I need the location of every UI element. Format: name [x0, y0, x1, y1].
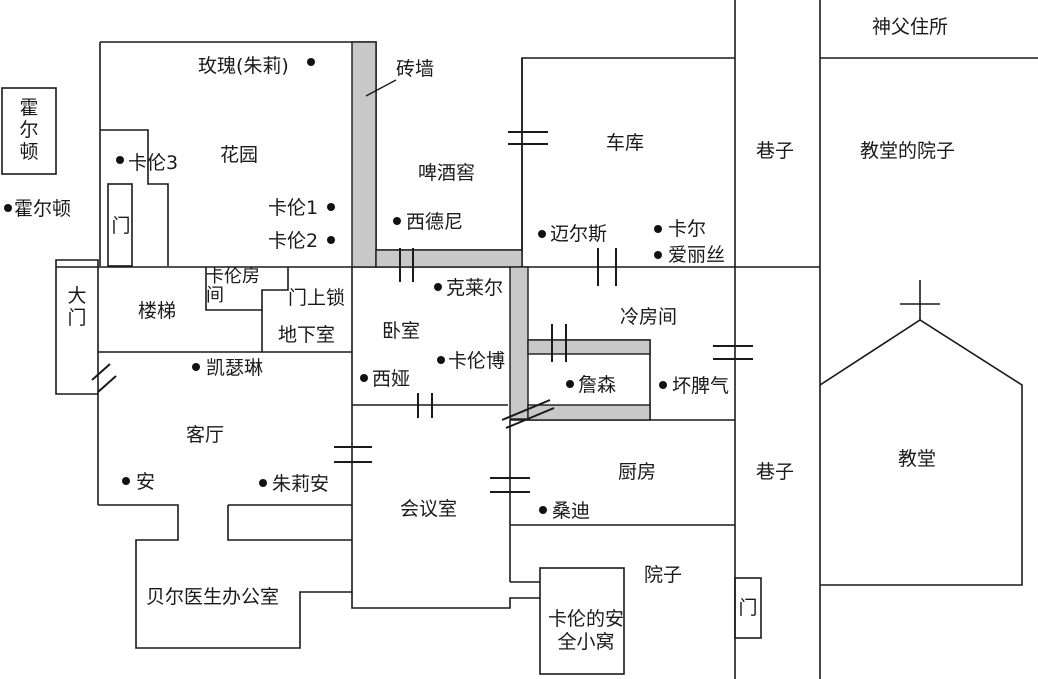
karen-nest-box	[539, 567, 625, 675]
garden-label: 花园	[220, 144, 259, 166]
marker-dot	[393, 217, 401, 225]
brick-wall-right	[509, 266, 529, 420]
side-door-box	[107, 183, 133, 267]
doors	[91, 131, 753, 493]
marker-dot	[437, 356, 445, 364]
person-katherine: 凯瑟琳	[206, 357, 264, 379]
brick-wall-cold-top	[527, 339, 651, 355]
marker-dot	[654, 251, 662, 259]
cold-room-label: 冷房间	[620, 306, 678, 328]
beer-cellar-label: 啤酒窖	[418, 162, 476, 184]
yard-door-label: 门	[738, 597, 758, 619]
person-ann: 安	[136, 471, 156, 493]
alley-bottom-label: 巷子	[756, 461, 795, 483]
main-door-label: 大门	[67, 285, 87, 329]
marker-dot	[122, 477, 130, 485]
marker-dot	[327, 236, 335, 244]
stairs-label: 楼梯	[138, 300, 177, 322]
person-bad-temper: 坏脾气	[672, 375, 730, 397]
marker-dot	[654, 225, 662, 233]
marker-dot	[259, 479, 267, 487]
person-karen3: 卡伦3	[128, 152, 179, 174]
brick-wall-pointer	[365, 79, 397, 97]
bell-office-label: 贝尔医生办公室	[146, 586, 280, 608]
person-rose: 玫瑰(朱莉)	[198, 55, 289, 77]
marker-dot	[4, 204, 12, 212]
side-door-label: 门	[111, 215, 131, 237]
church-label: 教堂	[898, 448, 937, 470]
marker-dot	[327, 203, 335, 211]
person-xiya: 西娅	[372, 368, 411, 390]
brick-wall-cold-bottom	[527, 404, 651, 421]
person-karen2: 卡伦2	[268, 230, 319, 252]
yard-label: 院子	[644, 564, 683, 586]
person-karenbo: 卡伦博	[448, 350, 506, 372]
person-jason: 詹森	[578, 374, 617, 396]
person-holton: 霍尔顿	[14, 198, 72, 220]
kitchen-label: 厨房	[618, 461, 657, 483]
person-sydney: 西德尼	[406, 211, 464, 233]
person-sandy: 桑迪	[552, 500, 591, 522]
marker-dot	[116, 156, 124, 164]
person-claire: 克莱尔	[446, 277, 504, 299]
meeting-room-label: 会议室	[400, 498, 458, 520]
karen-nest-label: 卡伦的安全小窝	[547, 608, 624, 653]
brick-wall-top	[375, 249, 523, 268]
basement-label: 地下室	[278, 324, 336, 346]
church-outline	[819, 319, 1023, 586]
garage-label: 车库	[606, 132, 645, 154]
person-miles: 迈尔斯	[550, 223, 608, 245]
holton-house-label: 霍尔顿	[19, 97, 39, 163]
person-carl: 卡尔	[668, 218, 707, 240]
person-alice: 爱丽丝	[668, 244, 726, 266]
church-yard-label: 教堂的院子	[860, 140, 956, 162]
person-karen1: 卡伦1	[268, 197, 319, 219]
marker-dot	[192, 363, 200, 371]
living-room-label: 客厅	[186, 424, 225, 446]
bedroom-label: 卧室	[382, 320, 421, 342]
priest-house-label: 神父住所	[872, 16, 949, 38]
marker-dot	[539, 506, 547, 514]
marker-dot	[307, 58, 315, 66]
brick-wall-label: 砖墙	[396, 58, 435, 80]
holton-house-box	[1, 87, 57, 175]
karen-room-label: 卡伦房间	[206, 266, 260, 306]
door-locked-label: 门上锁	[288, 287, 346, 309]
marker-dot	[538, 230, 546, 238]
marker-dot	[360, 374, 368, 382]
marker-dot	[566, 380, 574, 388]
marker-dot	[434, 283, 442, 291]
brick-wall-vertical	[351, 41, 377, 268]
alley-top-label: 巷子	[756, 140, 795, 162]
marker-dot	[659, 381, 667, 389]
person-julian: 朱莉安	[272, 473, 330, 495]
